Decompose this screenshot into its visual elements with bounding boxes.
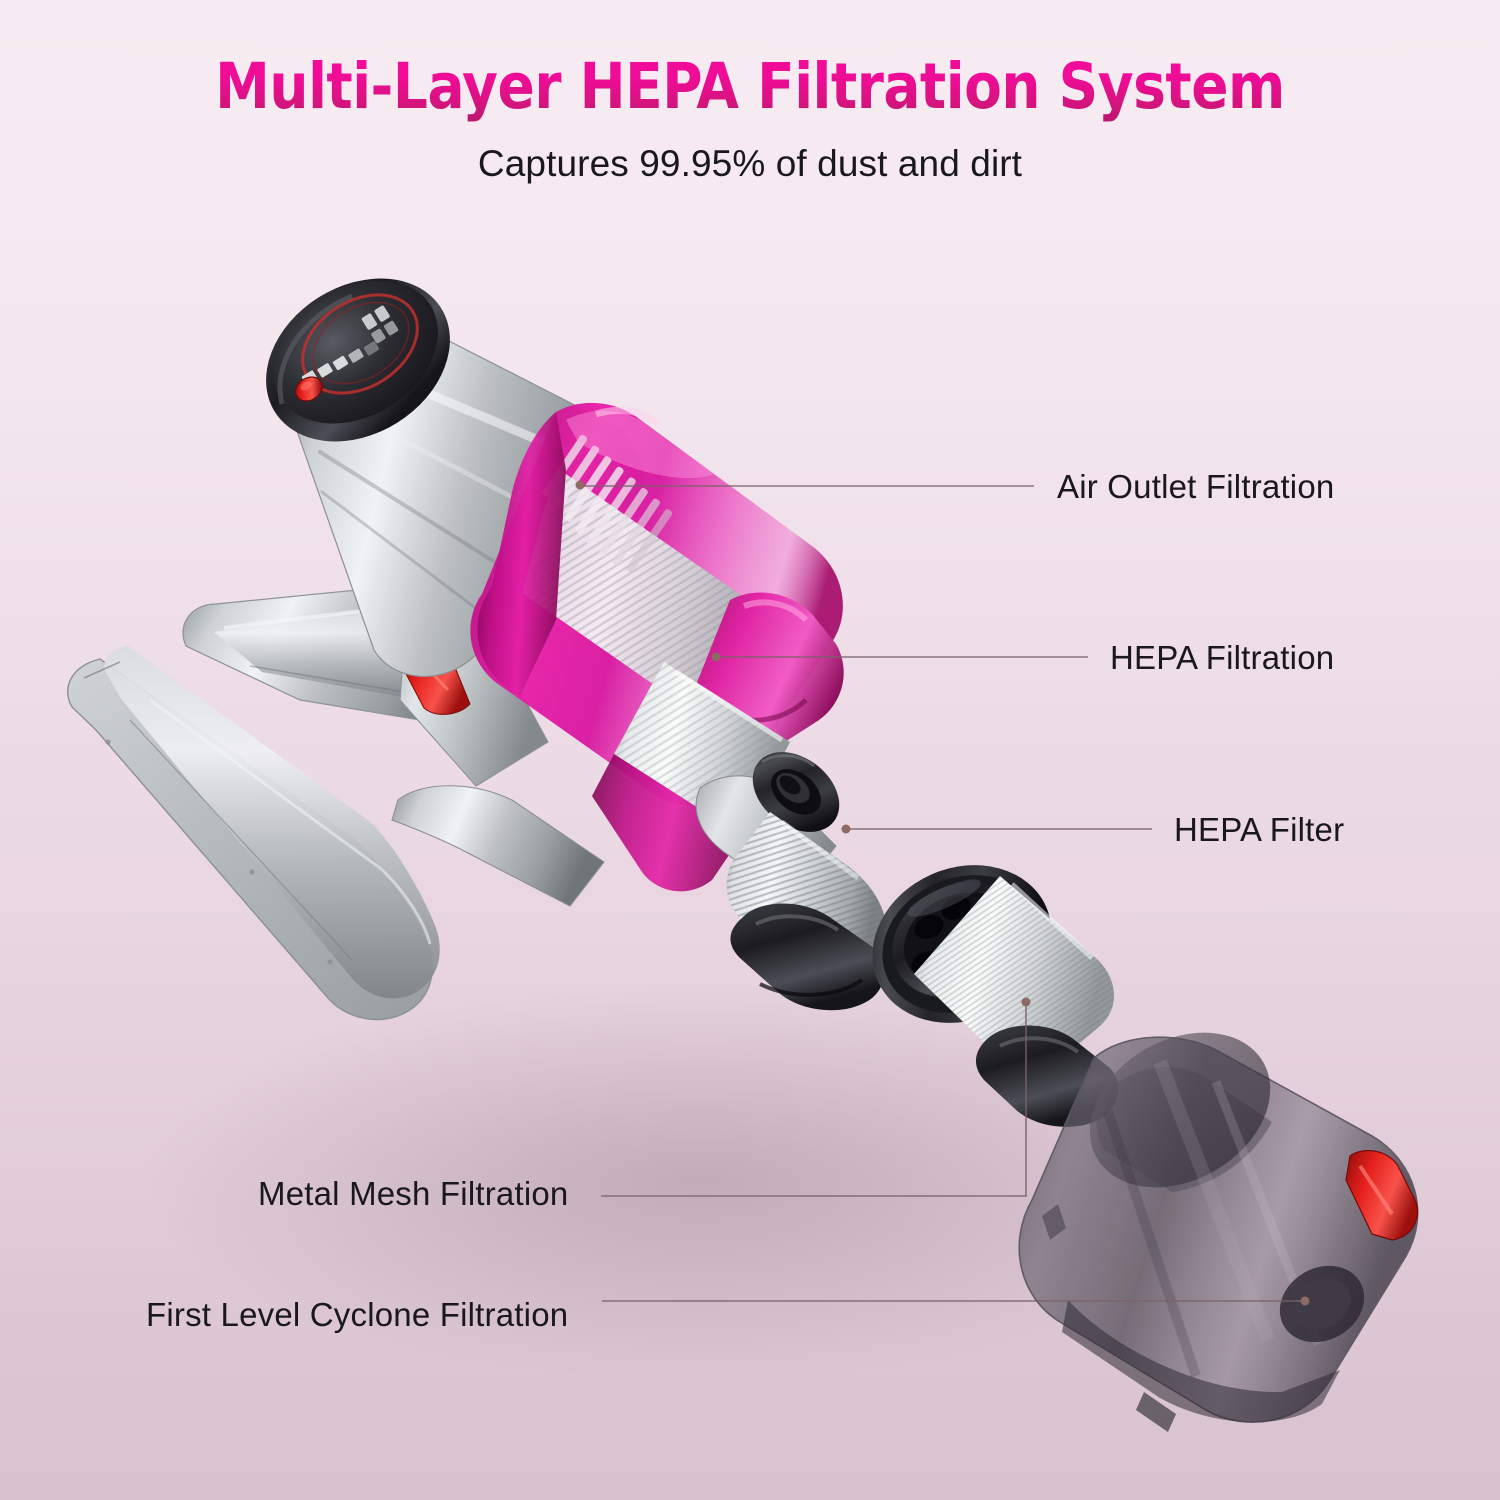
metal-mesh-cyclone-cap: [872, 865, 1119, 1127]
air-outlet-vents: [542, 434, 673, 573]
dust-bin-cyclone: [1018, 1032, 1419, 1432]
callout-label-first-level-cyclone: First Level Cyclone Filtration: [146, 1296, 569, 1333]
cyclone-shroud-assembly: [470, 402, 844, 901]
leader-dot-metal-mesh: [1021, 997, 1031, 1007]
callout-label-air-outlet-filtration: Air Outlet Filtration: [1057, 468, 1335, 505]
leader-lines: [575, 480, 1310, 1306]
leader-dot-hepa-filtration: [711, 652, 721, 662]
page-subtitle: Captures 99.95% of dust and dirt: [477, 143, 1023, 184]
leader-dot-air-outlet: [575, 480, 585, 490]
handle-rail: [391, 785, 605, 907]
product-shadow: [140, 980, 1260, 1380]
callout-label-metal-mesh-filtration: Metal Mesh Filtration: [258, 1175, 569, 1212]
callout-label-hepa-filtration: HEPA Filtration: [1110, 639, 1335, 676]
bin-release-latch[interactable]: [1345, 1149, 1419, 1241]
leader-dot-first-cyclone: [1300, 1296, 1310, 1306]
metal-mesh-sleeve: [914, 876, 1115, 1069]
header: Multi-Layer HEPA Filtration System Captu…: [0, 0, 1500, 185]
leader-dot-hepa-filter: [841, 824, 851, 834]
callout-label-hepa-filter: HEPA Filter: [1174, 811, 1345, 848]
display-readout: [361, 305, 399, 344]
battery-pack: [66, 646, 440, 1021]
page-title: Multi-Layer HEPA Filtration System: [23, 50, 1478, 123]
leader-line-metal-mesh: [601, 1006, 1027, 1197]
hepa-filter-cartridge: [726, 752, 887, 1011]
power-button[interactable]: [291, 372, 326, 405]
battery-indicator: [301, 341, 380, 385]
